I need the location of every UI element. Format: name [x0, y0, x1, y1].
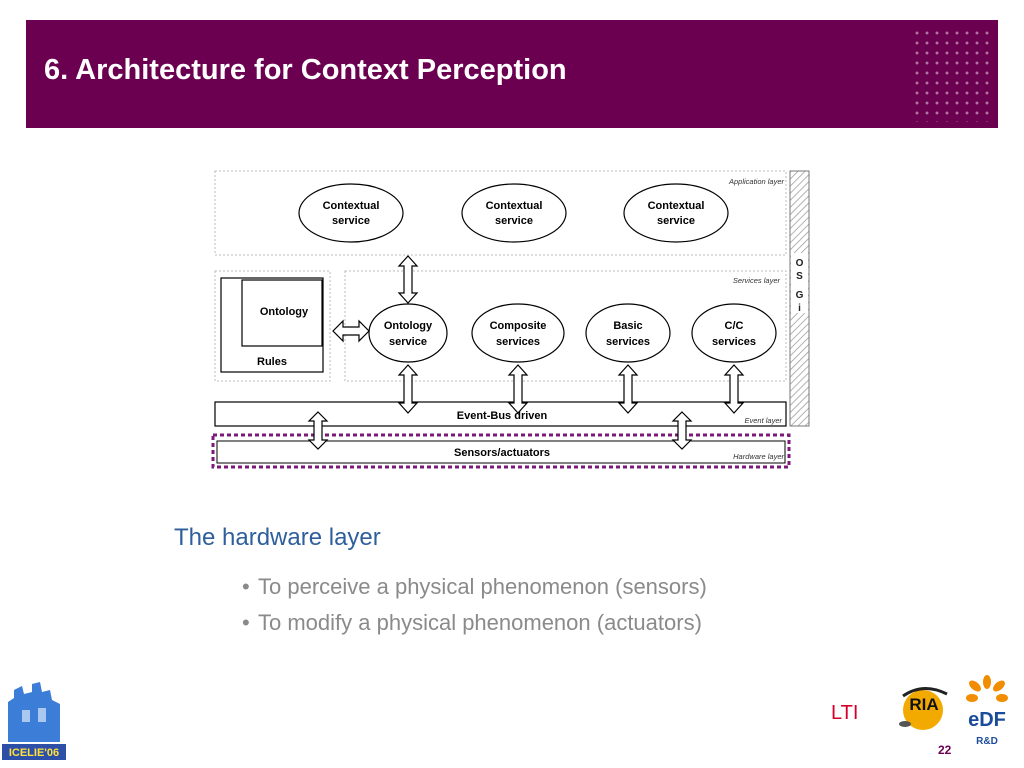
lti-label: LTI	[831, 702, 859, 724]
icelie-logo: ICELIE'06	[2, 680, 66, 762]
arrow-app-to-ontology	[397, 255, 419, 304]
cc-services: C/C services	[691, 303, 777, 363]
iria-logo-text: RIA	[909, 695, 938, 714]
svg-text:Ontology: Ontology	[384, 320, 433, 332]
rd-text: R&D	[976, 736, 998, 747]
services-layer	[344, 270, 787, 382]
basic-services: Basic services	[585, 303, 671, 363]
bullet-item-sensors: •To perceive a physical phenomenon (sens…	[242, 574, 707, 599]
svg-text:services: services	[712, 336, 756, 348]
event-bus-label: Event-Bus driven	[457, 410, 548, 422]
rules-label: Rules	[257, 356, 287, 368]
edf-logo-text: eDF	[968, 709, 1006, 731]
hardware-layer-highlight	[211, 433, 791, 469]
svg-text:Contextual: Contextual	[648, 200, 705, 212]
composite-services: Composite services	[471, 303, 565, 363]
arrow-basic-to-bus	[617, 364, 639, 414]
bullet-list: •To perceive a physical phenomenon (sens…	[242, 574, 707, 646]
osgi-letter-i: i	[798, 303, 801, 314]
contextual-service-2: Contextual service	[461, 183, 567, 243]
application-layer-label: Application layer	[728, 177, 785, 186]
svg-text:Contextual: Contextual	[486, 200, 543, 212]
svg-text:Composite: Composite	[490, 320, 547, 332]
ontology-service: Ontology service	[368, 303, 448, 363]
svg-text:services: services	[606, 336, 650, 348]
icelie-logo-text: ICELIE'06	[9, 747, 59, 759]
page-number: 22	[938, 743, 952, 757]
svg-text:C/C: C/C	[725, 320, 744, 332]
iria-logo: RIA	[899, 687, 948, 730]
osgi-letter-s: S	[796, 271, 803, 282]
edf-logo: eDF R&D	[966, 675, 1008, 747]
arrow-cc-to-bus	[723, 364, 745, 414]
event-bus	[214, 401, 787, 427]
osgi-letter-g: G	[796, 290, 804, 301]
sensors-actuators-box	[216, 440, 786, 464]
svg-text:Contextual: Contextual	[323, 200, 380, 212]
osgi-letter-o: O	[796, 258, 804, 269]
svg-text:Basic: Basic	[613, 320, 642, 332]
sensors-actuators-label: Sensors/actuators	[454, 447, 550, 459]
application-layer	[214, 170, 787, 256]
arrow-ontology-to-bus	[397, 364, 419, 414]
arrow-knowledge-to-ontology-service	[332, 319, 370, 343]
contextual-service-3: Contextual service	[623, 183, 729, 243]
services-layer-label: Services layer	[733, 276, 781, 285]
arrow-bus-to-hardware-left	[307, 411, 329, 450]
event-layer-label: Event layer	[744, 416, 782, 425]
svg-text:services: services	[496, 336, 540, 348]
bullet-item-actuators: •To modify a physical phenomenon (actuat…	[242, 610, 702, 635]
ontology-label: Ontology	[260, 306, 309, 318]
svg-text:service: service	[495, 215, 533, 227]
svg-text:service: service	[332, 215, 370, 227]
hardware-layer-label: Hardware layer	[733, 452, 784, 461]
architecture-diagram: Application layer O S G i Contextual ser…	[211, 170, 810, 469]
contextual-service-1: Contextual service	[298, 183, 404, 243]
hardware-layer-heading: The hardware layer	[174, 524, 381, 551]
knowledge-box	[214, 270, 331, 382]
svg-text:service: service	[657, 215, 695, 227]
slide-title: 6. Architecture for Context Perception	[44, 54, 567, 86]
title-bar: 6. Architecture for Context Perception	[26, 20, 998, 128]
decorative-dot-pattern	[912, 28, 992, 122]
arrow-composite-to-bus	[507, 364, 529, 414]
arrow-bus-to-hardware-right	[671, 411, 693, 450]
svg-text:service: service	[389, 336, 427, 348]
